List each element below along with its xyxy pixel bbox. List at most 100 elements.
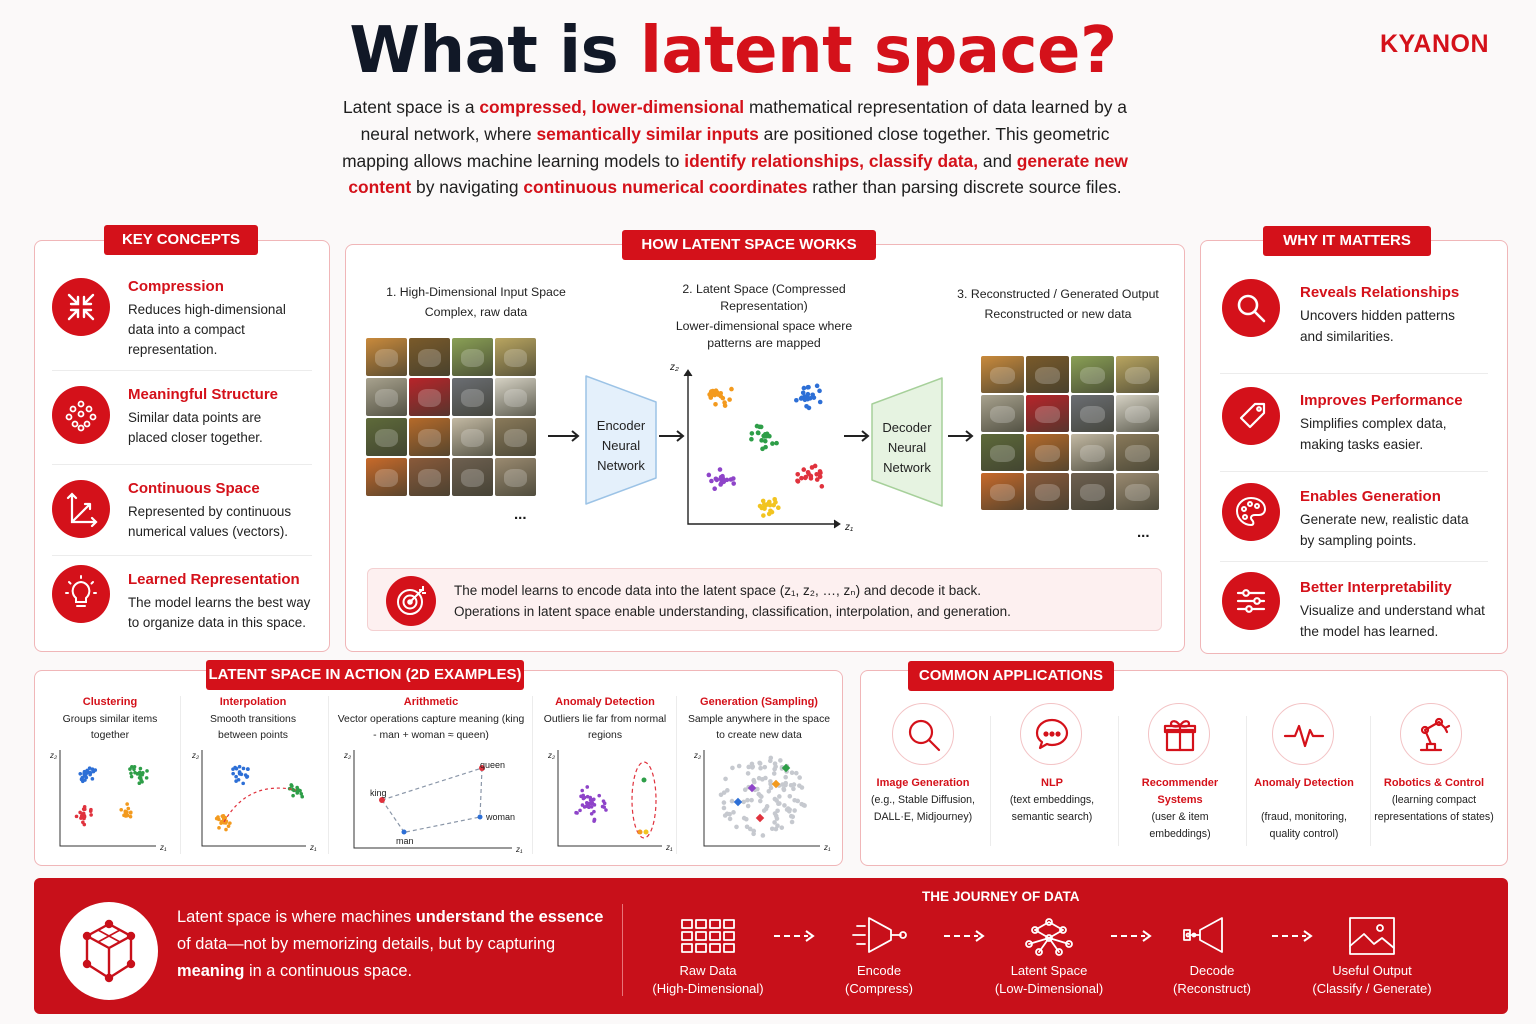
outlier-point — [637, 829, 643, 835]
why-text: Visualize and understand what the model … — [1300, 603, 1485, 639]
application-title: Anomaly Detection — [1254, 777, 1354, 789]
journey-step-detail: (Compress) — [845, 981, 913, 996]
input-image-grid — [366, 338, 538, 500]
cluster-point — [81, 820, 85, 825]
sample-point — [791, 786, 796, 792]
latent-point — [810, 392, 815, 398]
cluster-point — [82, 771, 86, 776]
cluster-point — [237, 771, 242, 775]
cluster-point — [90, 777, 95, 781]
concept-title: Meaningful Structure — [128, 386, 279, 403]
intro-highlight: semantically similar inputs — [536, 123, 759, 144]
step1-title: 1. High-Dimensional Input Space — [386, 285, 566, 299]
dataset-thumbnail — [981, 356, 1024, 393]
cluster-point — [581, 796, 586, 801]
application-text: (text embeddings, semantic search) — [1009, 794, 1095, 823]
latent-point — [800, 390, 806, 396]
latent-point — [720, 395, 726, 401]
palette-icon — [1222, 483, 1280, 541]
cluster-point — [602, 801, 607, 806]
cluster-point — [89, 807, 93, 812]
journey-step-label: Useful Output(Classify / Generate) — [1302, 962, 1442, 998]
sample-point — [745, 771, 751, 776]
latent-point — [794, 397, 799, 403]
dataset-thumbnail — [1071, 434, 1114, 471]
cluster-point — [122, 813, 126, 818]
latent-point — [709, 478, 714, 484]
latent-axis-y: z₂ — [670, 362, 679, 373]
encoder-shape — [585, 375, 657, 505]
intro-highlight: generate new content — [348, 150, 1128, 198]
sample-point — [792, 808, 797, 813]
divider — [1220, 471, 1488, 472]
how-note-line2: Operations in latent space enable unders… — [454, 604, 1011, 619]
latent-point — [814, 477, 820, 482]
dataset-thumbnail — [1116, 473, 1159, 510]
cluster-point — [585, 794, 590, 799]
sample-point — [727, 816, 733, 822]
compress-arrows-icon — [52, 278, 110, 336]
title-highlight: latent space? — [639, 14, 1117, 88]
concept-learned: Learned Representation The model learns … — [52, 565, 314, 659]
latent-point — [708, 395, 714, 400]
cluster-point — [579, 794, 583, 799]
why-title: Improves Performance — [1300, 392, 1463, 409]
journey-step-label: Decode(Reconstruct) — [1142, 962, 1282, 998]
cluster-point — [138, 773, 143, 777]
application-text: (learning compact representations of sta… — [1374, 794, 1494, 823]
cluster-point — [144, 776, 149, 780]
in-action-tag: LATENT SPACE IN ACTION (2D EXAMPLES) — [206, 660, 524, 690]
generated-sample — [733, 797, 743, 807]
latent-point — [817, 388, 822, 394]
application-title: Image Generation — [876, 777, 970, 789]
journey-title: THE JOURNEY OF DATA — [922, 889, 1080, 904]
lightbulb-icon — [52, 565, 110, 623]
sample-point — [802, 803, 807, 808]
cluster-point — [228, 821, 232, 825]
latent-point — [755, 430, 761, 436]
latent-point — [706, 472, 712, 478]
cluster-point — [138, 766, 143, 771]
latent-point — [721, 479, 727, 485]
cluster-point — [88, 772, 92, 777]
cluster-point — [300, 794, 305, 799]
axis-label: z₁ — [823, 843, 831, 852]
journey-step-name: Raw Data — [679, 963, 737, 978]
cluster-point — [125, 813, 130, 818]
latent-point — [731, 481, 736, 486]
latent-space-plot — [683, 369, 841, 529]
cluster-point — [82, 807, 87, 812]
banner-emphasis: understand the essence — [415, 908, 604, 926]
decoder-shape — [871, 377, 943, 507]
example-axes — [557, 750, 662, 847]
example-title: Generation (Sampling) — [700, 696, 818, 708]
woman-point — [477, 814, 483, 820]
axis-label: z₁ — [515, 845, 523, 854]
axis-label: z₁ — [665, 843, 673, 852]
dataset-thumbnail — [1026, 395, 1069, 432]
sample-point — [774, 816, 780, 821]
brand-logo: KYANON — [1380, 30, 1490, 58]
intro-highlight: compressed, lower-dimensional — [479, 97, 745, 117]
latent-point — [805, 385, 811, 390]
cluster-point — [589, 812, 594, 816]
dataset-thumbnail — [409, 338, 450, 376]
latent-point — [817, 469, 823, 474]
sample-point — [768, 755, 774, 761]
cube-network-icon — [60, 902, 158, 1000]
cluster-point — [241, 781, 245, 786]
cluster-point — [85, 768, 89, 773]
sample-point — [755, 786, 760, 792]
latent-point — [710, 390, 716, 396]
latent-point — [754, 423, 760, 429]
latent-point — [801, 467, 807, 472]
banner-emphasis: meaning — [177, 962, 245, 980]
latent-point — [722, 400, 727, 405]
sample-point — [762, 764, 768, 770]
journey-arrow — [1268, 926, 1316, 946]
concept-compression: Compression Reduces high-dimensional dat… — [52, 278, 314, 366]
example-axes — [59, 750, 156, 847]
sample-point — [781, 787, 787, 793]
